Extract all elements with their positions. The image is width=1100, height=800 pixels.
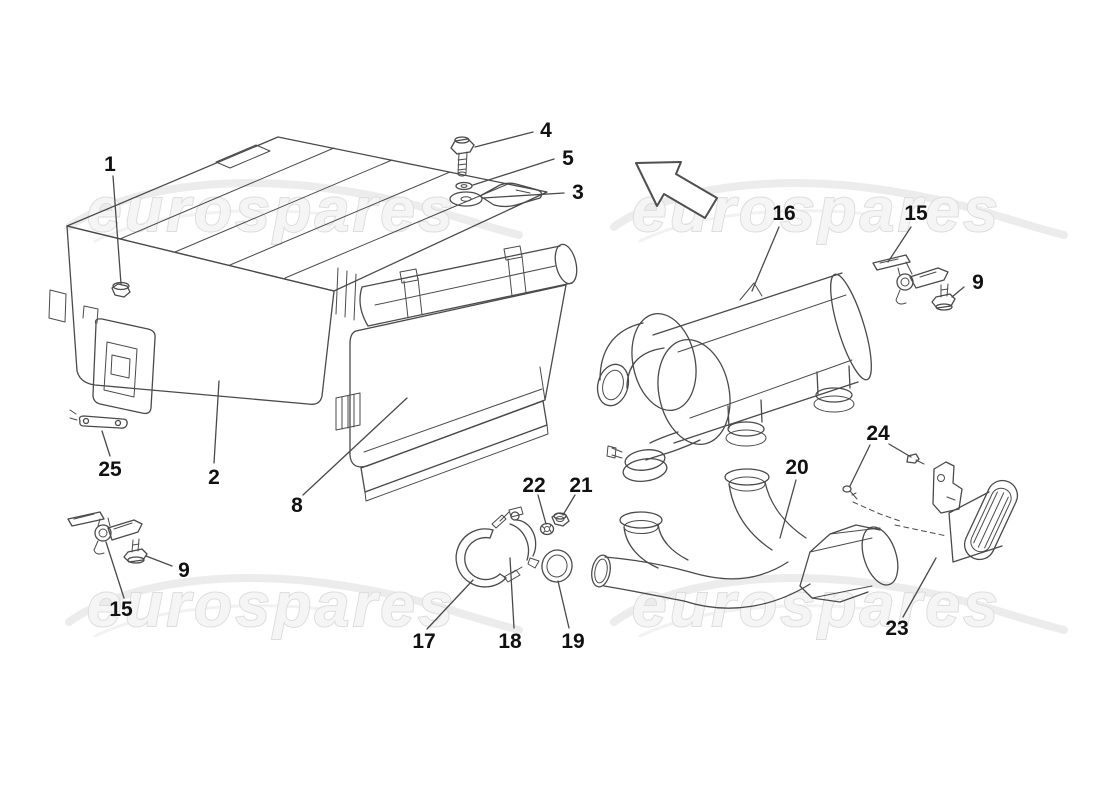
watermark-text: eurospares [87,571,456,640]
bolt-part-4 [450,136,475,177]
callout-1[interactable]: 1 [104,153,116,176]
washer-part-22 [539,522,555,536]
watermark-top-left: eurospares [65,175,523,246]
direction-arrow [635,161,718,219]
bolt-part-9-bottom [123,538,148,564]
strap-part-25 [69,409,128,429]
callout-18[interactable]: 18 [498,630,522,653]
callout-15-bottom[interactable]: 15 [109,598,133,621]
callout-9-top[interactable]: 9 [972,271,984,294]
cover-fasteners-drawing [449,136,543,208]
callout-24[interactable]: 24 [866,422,890,445]
watermark-bottom-right: eurospares [610,570,1068,641]
callout-labels: 1 2 3 4 5 8 9 9 15 15 16 17 18 19 20 21 … [98,119,984,653]
tailpipe-bracket [932,461,963,514]
heat-shield-drawing [335,243,578,502]
watermark-text: eurospares [87,176,456,245]
callout-15-top[interactable]: 15 [904,202,928,225]
callout-3[interactable]: 3 [572,181,584,204]
bolt-part-9-top [931,283,956,311]
arrow-up-left-icon [635,161,718,219]
callout-16[interactable]: 16 [772,202,795,225]
callout-22[interactable]: 22 [522,474,545,497]
nut-part-21 [551,512,570,527]
bracket-part-3 [449,182,543,208]
tailpipe-part-23 [948,479,1019,563]
clamp-part-18 [508,506,540,569]
bracket-part-15-bottom [67,511,143,555]
leader-lines [101,131,965,630]
engine-cover-drawing [48,136,548,429]
washer-part-5 [455,181,473,191]
callout-19[interactable]: 19 [561,630,584,653]
watermark-text: eurospares [632,571,1001,640]
resonator-tailpipe-drawing [799,453,1019,603]
callout-20[interactable]: 20 [785,456,808,479]
callout-21[interactable]: 21 [569,474,593,497]
gasket-ring-part-19 [541,549,573,583]
callout-9-bottom[interactable]: 9 [178,559,190,582]
callout-2[interactable]: 2 [208,466,220,489]
callout-23[interactable]: 23 [885,617,908,640]
callout-4[interactable]: 4 [540,119,552,142]
callout-5[interactable]: 5 [562,147,574,170]
bolts-part-24 [842,453,925,500]
resonator-body [799,524,899,603]
watermark-bottom-left: eurospares [65,570,523,641]
callout-25[interactable]: 25 [98,458,122,481]
nut-part-1 [111,281,131,298]
clamp-part-17 [455,511,523,588]
clamp-parts-drawing [455,506,573,588]
muffler-drawing [596,272,872,482]
callout-17[interactable]: 17 [412,630,435,653]
exhaust-pipes-drawing [591,468,811,609]
callout-8[interactable]: 8 [291,494,303,517]
